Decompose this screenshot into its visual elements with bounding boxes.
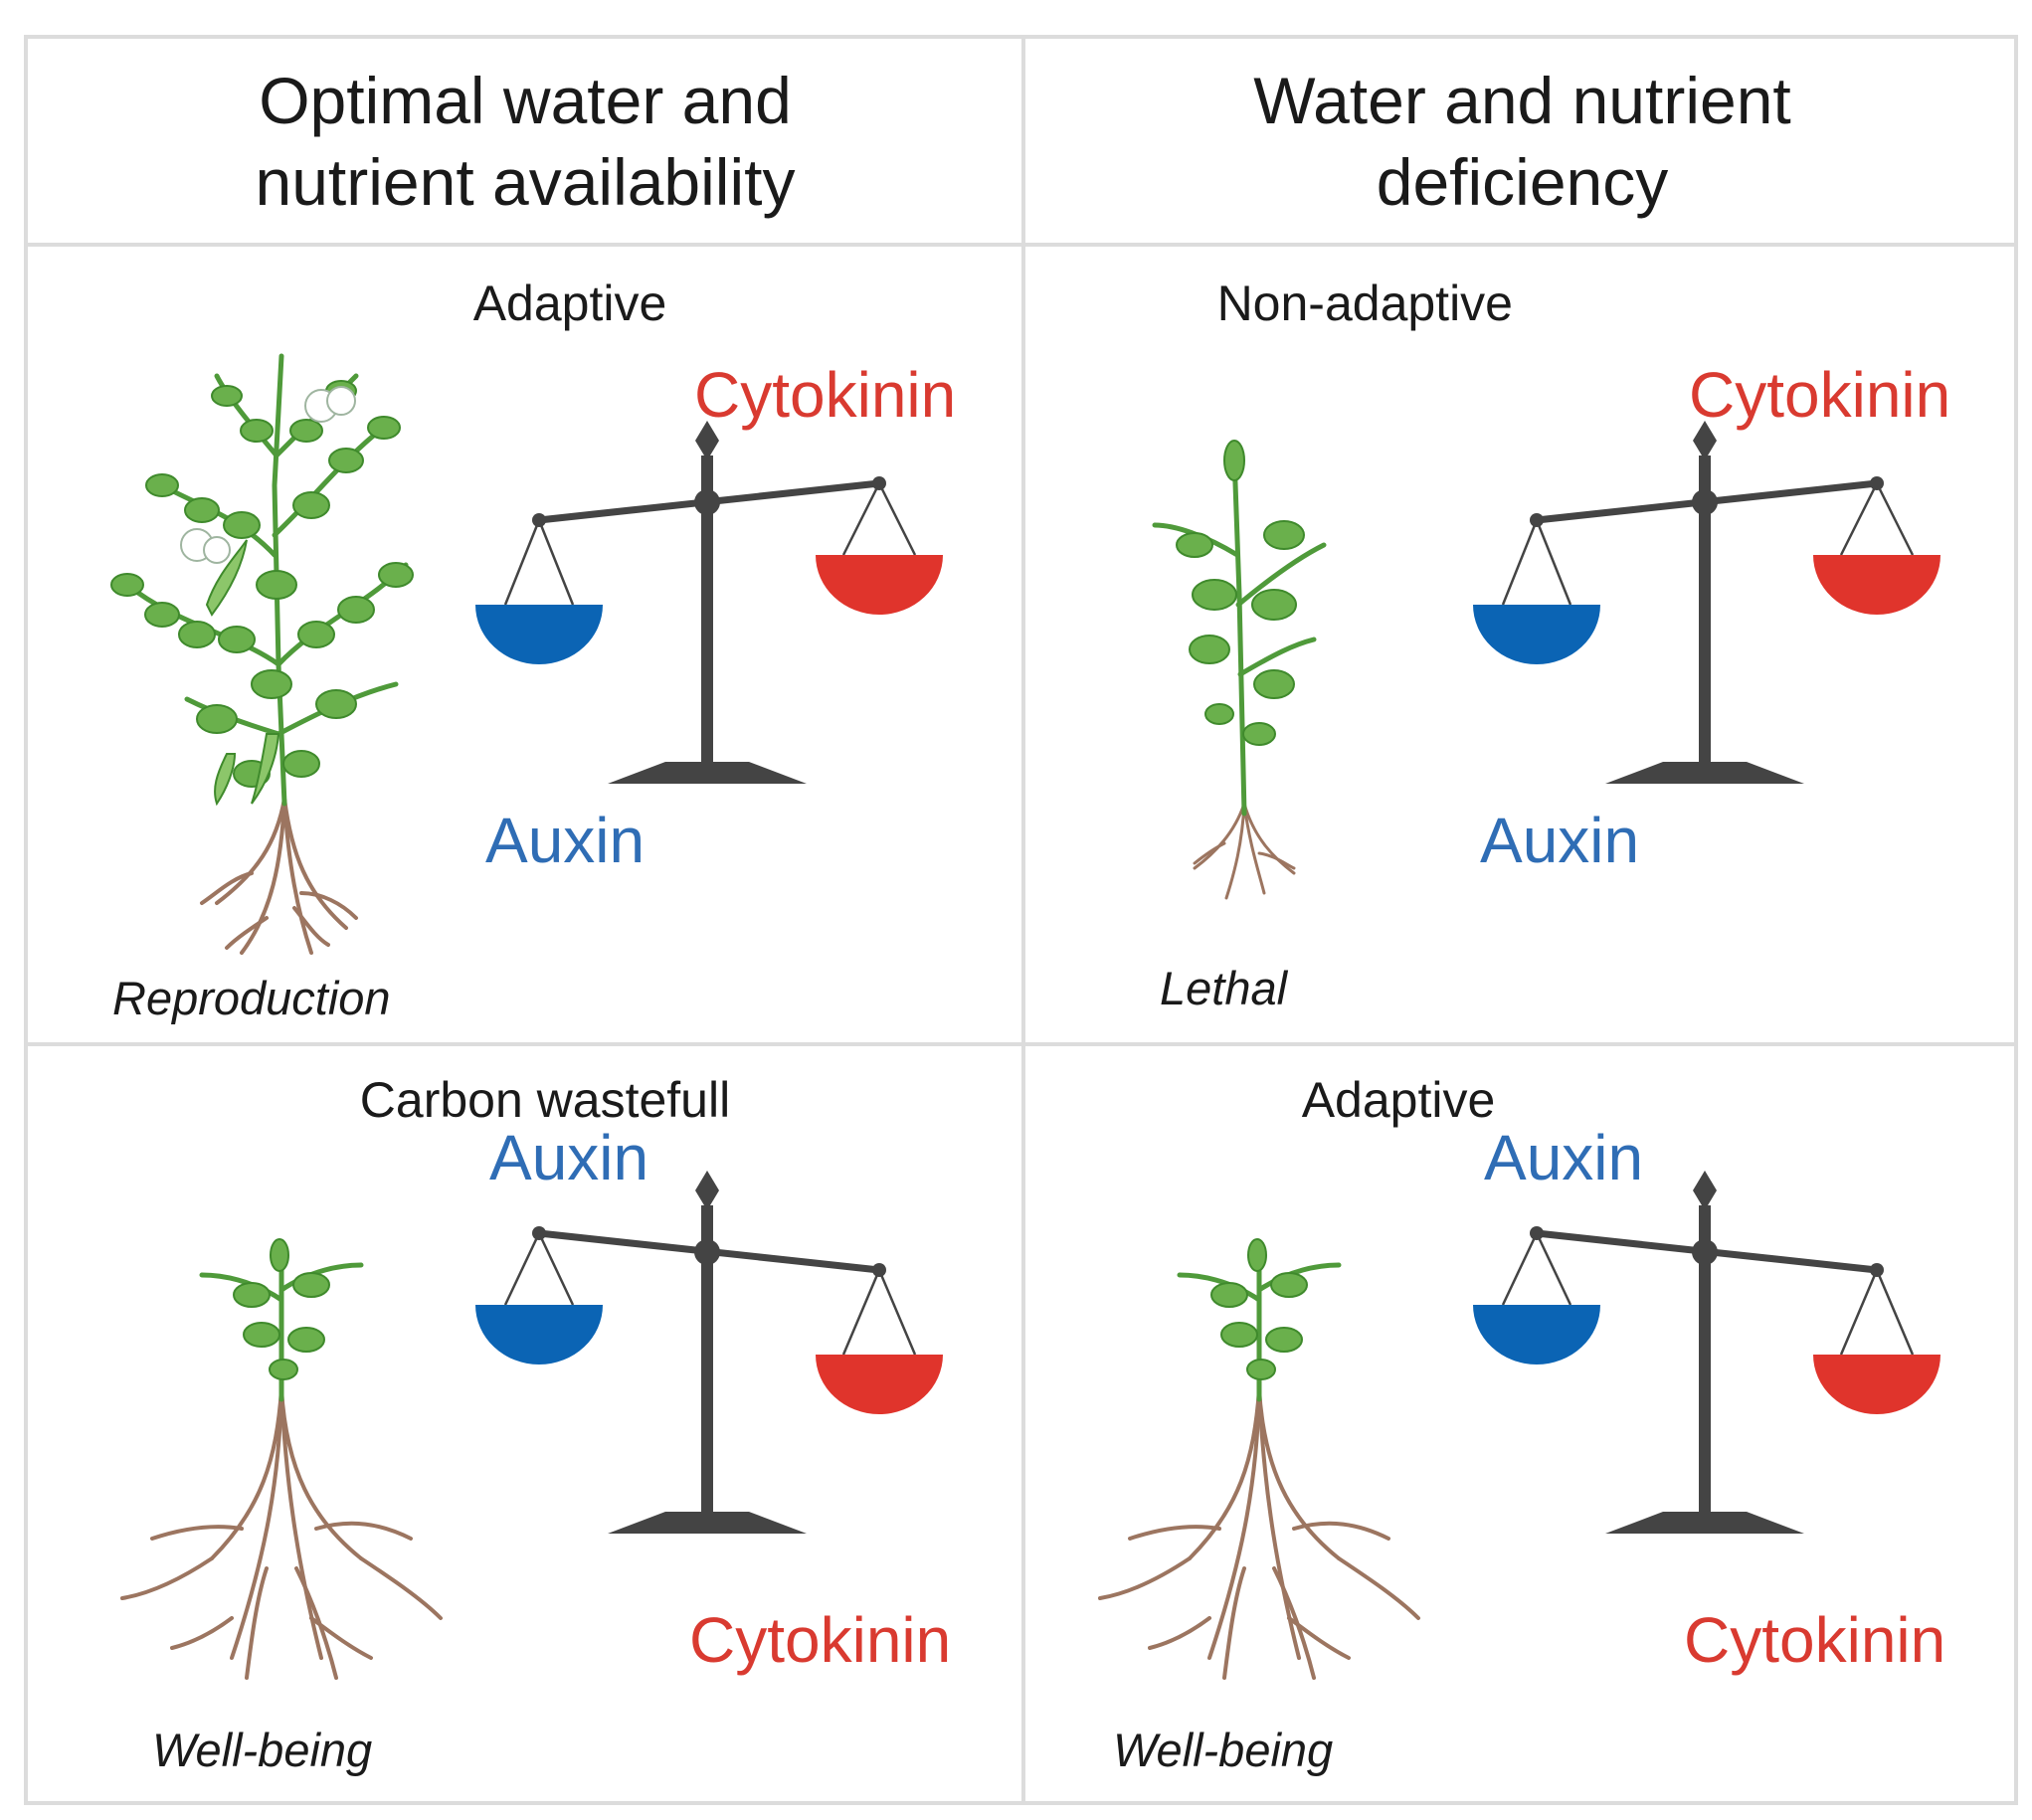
cytokinin-label: Cytokinin — [689, 1604, 952, 1676]
pea-plant-large-icon — [110, 353, 414, 955]
auxin-label: Auxin — [489, 1122, 649, 1193]
cytokinin-label: Cytokinin — [1684, 1604, 1946, 1676]
cell-top-right: Non-adaptive — [1025, 247, 2018, 1042]
balance-scale-icon — [1473, 421, 1940, 784]
cell-bottom-left: Carbon wastefull — [28, 1046, 1021, 1805]
balance-scale-icon — [475, 421, 943, 784]
auxin-label: Auxin — [485, 805, 646, 876]
outcome-label: Reproduction — [112, 972, 391, 1024]
auxin-label: Auxin — [1484, 1122, 1644, 1193]
header-divider — [28, 243, 2018, 247]
cell-title: Adaptive — [472, 275, 667, 331]
outcome-label: Lethal — [1160, 962, 1288, 1014]
outcome-label: Well-being — [1113, 1724, 1334, 1776]
cell-top-left: Adaptive — [28, 247, 1021, 1042]
auxin-label: Auxin — [1480, 805, 1640, 876]
cell-title: Adaptive — [1301, 1072, 1496, 1128]
cell-title: Non-adaptive — [1216, 275, 1513, 331]
pea-plant-big-root-icon — [1098, 1238, 1420, 1680]
pea-plant-small-icon — [1152, 440, 1327, 900]
diagram-grid: Optimal water and nutrient availability … — [24, 35, 2018, 1805]
cell-bottom-right: Adaptive — [1025, 1046, 2018, 1805]
balance-scale-icon — [475, 1171, 943, 1534]
header-optimal: Optimal water and nutrient availability — [28, 39, 1022, 243]
header-deficiency-text: Water and nutrient deficiency — [1253, 63, 1791, 219]
cytokinin-label: Cytokinin — [1689, 359, 1951, 431]
header-optimal-text: Optimal water and nutrient availability — [255, 63, 796, 219]
balance-scale-icon — [1473, 1171, 1940, 1534]
pea-plant-big-root-icon — [120, 1238, 443, 1680]
outcome-label: Well-being — [152, 1724, 373, 1776]
header-deficiency: Water and nutrient deficiency — [1026, 39, 2018, 243]
vertical-divider — [1021, 39, 1025, 1805]
cytokinin-label: Cytokinin — [694, 359, 957, 431]
row-divider — [28, 1042, 2018, 1046]
cell-title: Carbon wastefull — [359, 1072, 731, 1128]
